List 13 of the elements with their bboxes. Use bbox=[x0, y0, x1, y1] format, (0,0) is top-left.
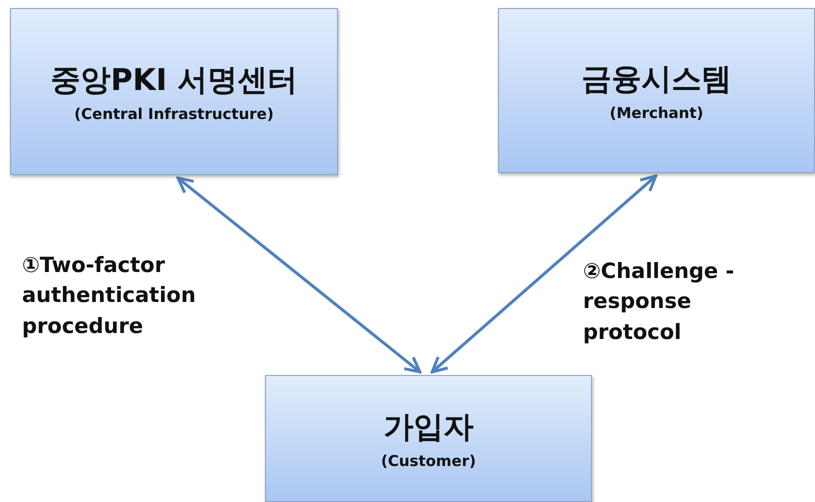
double-arrow bbox=[430, 174, 658, 374]
merchant-box bbox=[498, 8, 815, 173]
node-title: 중앙PKI 서명센터 bbox=[50, 62, 298, 100]
customer-box bbox=[265, 375, 592, 502]
node-subtitle: (Merchant) bbox=[610, 104, 704, 122]
node-title: 금융시스템 bbox=[582, 61, 732, 99]
double-arrow bbox=[176, 176, 422, 374]
infrastructure-box bbox=[10, 8, 338, 175]
node-title: 가입자 bbox=[384, 409, 474, 447]
edge-label: ①Two-factor authentication procedure bbox=[22, 252, 197, 340]
node-subtitle: (Customer) bbox=[380, 452, 476, 470]
edge-label: ②Challenge - response protocol bbox=[583, 258, 736, 346]
node-subtitle: (Central Infrastructure) bbox=[74, 105, 274, 123]
